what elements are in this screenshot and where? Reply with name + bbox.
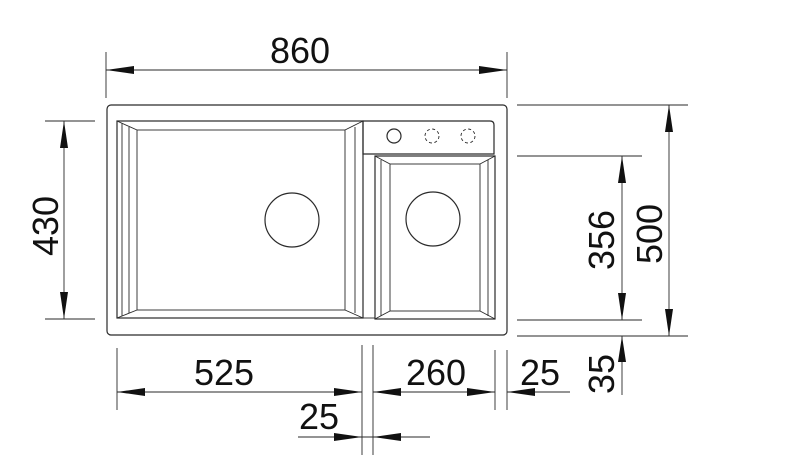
- dimension-divider-width: 25: [298, 396, 430, 441]
- dimension-label-25-divider: 25: [299, 396, 339, 437]
- dimension-label-430: 430: [25, 196, 66, 256]
- dimension-label-500: 500: [629, 204, 670, 264]
- tap-ledge: [362, 120, 495, 155]
- dimension-label-35: 35: [581, 354, 622, 394]
- optional-tap-hole-icon: [424, 128, 440, 144]
- dimension-small-bowl-width: 260: [373, 352, 495, 396]
- dimension-label-356: 356: [581, 210, 622, 270]
- optional-tap-hole-icon: [460, 128, 476, 144]
- dimension-bowl-depth: 430: [25, 120, 95, 320]
- dimension-right-offset: 25: [507, 352, 570, 396]
- small-bowl-drain: [405, 191, 461, 247]
- dimension-label-860: 860: [270, 30, 330, 71]
- dimension-large-bowl-width: 525: [117, 352, 362, 396]
- dimension-label-525: 525: [194, 352, 254, 393]
- large-bowl-drain: [264, 192, 320, 248]
- dimension-front-offset: 35: [581, 336, 626, 395]
- large-bowl: [116, 120, 364, 319]
- dimension-label-260: 260: [406, 352, 466, 393]
- dimension-overall-width: 860: [105, 30, 508, 98]
- dimension-small-bowl-depth: 356: [517, 155, 642, 321]
- dimension-label-25-right: 25: [520, 352, 560, 393]
- sink-outer-rim: [106, 104, 508, 336]
- dimension-overall-depth: 500: [517, 104, 688, 337]
- bowl-divider: [362, 121, 376, 319]
- small-bowl: [374, 155, 496, 320]
- tap-hole-icon: [386, 128, 402, 144]
